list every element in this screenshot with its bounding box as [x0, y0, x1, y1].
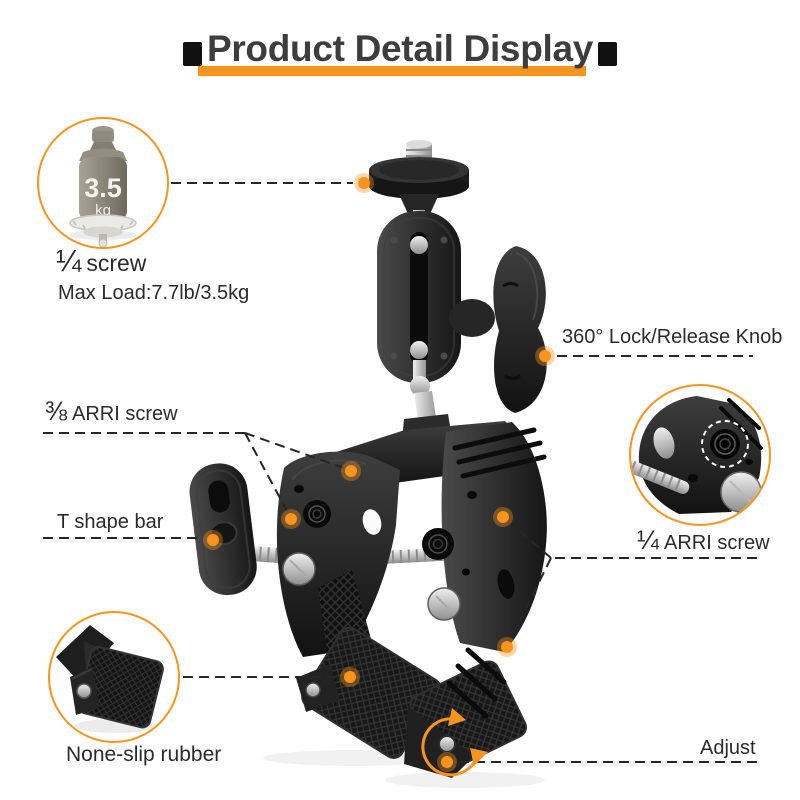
arri14-text: ARRI screw	[664, 532, 770, 554]
quarter-fraction: ¼	[56, 245, 82, 278]
connector-arri38	[43, 432, 345, 514]
ball-arm	[377, 211, 461, 383]
dot-lock-knob	[535, 346, 555, 366]
none-slip-rubber-label: None-slip rubber	[66, 743, 222, 766]
callout-dots	[203, 173, 555, 772]
dot-arri14-lower	[497, 637, 517, 657]
dot-arri38-side	[281, 509, 301, 529]
connector-arri14	[507, 520, 757, 642]
t-shape-bar-label: T shape bar	[57, 511, 164, 533]
page-title: Product Detail Display	[206, 28, 594, 69]
max-load-callout-circle: 3.5 kg	[37, 117, 169, 249]
dot-arri38-top	[341, 461, 361, 481]
title-accent-square-left	[183, 42, 202, 66]
t-bar-knob	[189, 463, 257, 596]
left-jaw-rubber-pad	[296, 570, 442, 759]
adjust-label: Adjust	[700, 737, 756, 759]
clamp-left-arm	[276, 451, 400, 657]
lock-knob	[449, 246, 547, 413]
clamp-detail-icon	[631, 396, 763, 514]
arri38-text: ARRI screw	[72, 403, 178, 425]
arri14-fraction: ¼	[637, 525, 660, 555]
title-accent-square-right	[598, 42, 617, 66]
lock-knob-label: 360° Lock/Release Knob	[562, 326, 783, 348]
header: Product Detail Display	[0, 28, 800, 70]
weight-value-label: 3.5	[84, 173, 122, 203]
right-jaw-adjust-pivot	[404, 647, 527, 778]
dot-mount-plate	[354, 173, 374, 193]
quarter-screw-text: screw	[86, 250, 147, 276]
title-underline	[198, 66, 586, 76]
rubber-texture-icon	[56, 625, 164, 733]
dot-tbar	[203, 530, 223, 550]
max-load-label: Max Load:7.7lb/3.5kg	[58, 282, 250, 304]
rubber-callout-circle	[48, 611, 180, 743]
clamp-right-arm	[422, 422, 547, 652]
arri38-fraction: ⅜	[45, 396, 68, 426]
rotation-arrow-icon	[421, 708, 488, 777]
dot-adjust	[437, 752, 457, 772]
dot-rubber	[340, 667, 360, 687]
dot-arri14-upper	[493, 507, 513, 527]
weight-icon: 3.5 kg	[69, 126, 137, 247]
arri14-callout-circle	[629, 384, 771, 526]
mount-plate	[369, 157, 469, 240]
